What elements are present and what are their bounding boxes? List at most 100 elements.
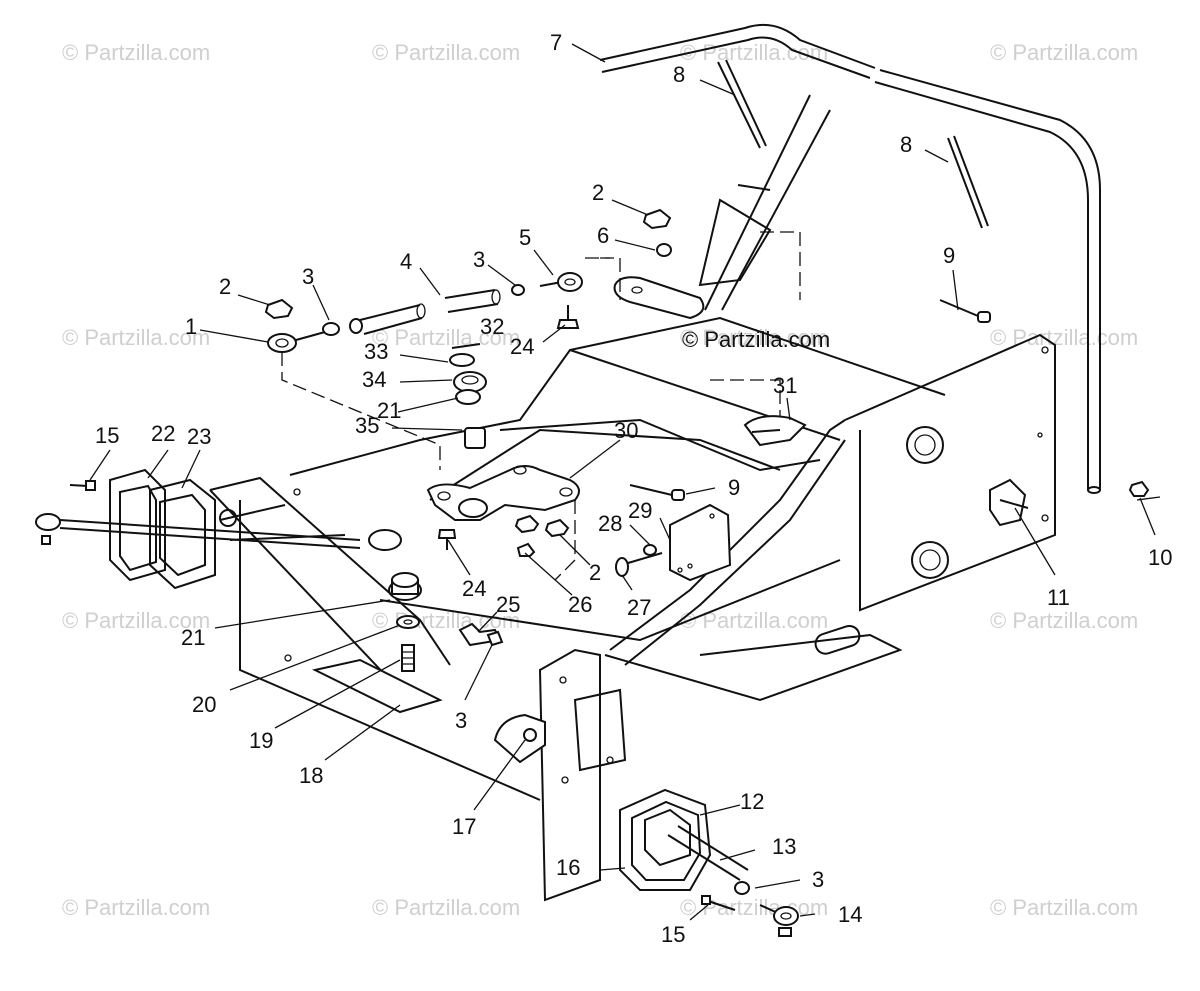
callout-16: 16 bbox=[556, 855, 580, 880]
left-rail bbox=[209, 476, 451, 666]
gasket-23 bbox=[149, 478, 216, 590]
roll-bar-right-arm bbox=[879, 69, 1101, 490]
callout-11: 11 bbox=[1047, 585, 1070, 610]
rear-brace bbox=[704, 94, 811, 311]
callout-18: 18 bbox=[299, 763, 323, 788]
callout-4: 4 bbox=[400, 249, 412, 274]
callout-14: 14 bbox=[838, 902, 862, 927]
front-skid bbox=[604, 633, 903, 702]
nut-2b bbox=[642, 208, 672, 230]
grommet-34 bbox=[453, 371, 487, 393]
nut-2a bbox=[264, 298, 294, 320]
bolt-27 bbox=[615, 557, 629, 577]
callout-19: 19 bbox=[249, 728, 273, 753]
eye-bolt-1 bbox=[267, 333, 297, 353]
callout-24: 24 bbox=[510, 334, 534, 359]
washer-28 bbox=[643, 544, 657, 556]
watermark: © Partzilla.com bbox=[62, 895, 210, 920]
watermark: © Partzilla.com bbox=[372, 40, 520, 65]
callout-22: 22 bbox=[151, 421, 175, 446]
callout-21: 21 bbox=[377, 398, 401, 423]
watermark: © Partzilla.com bbox=[990, 40, 1138, 65]
callout-3: 3 bbox=[812, 867, 824, 892]
callout-28: 28 bbox=[598, 511, 622, 536]
washer-3b bbox=[511, 284, 525, 296]
tie-rod bbox=[717, 61, 761, 149]
nut-3c bbox=[734, 881, 750, 895]
watermark: © Partzilla.com bbox=[62, 608, 210, 633]
watermark: © Partzilla.com bbox=[990, 608, 1138, 633]
nut-26 bbox=[514, 514, 540, 534]
watermark: © Partzilla.com bbox=[680, 608, 828, 633]
callout-26: 26 bbox=[568, 592, 592, 617]
callout-35: 35 bbox=[355, 413, 379, 438]
watermark-layer: © Partzilla.com © Partzilla.com © Partzi… bbox=[62, 40, 1138, 920]
callout-32: 32 bbox=[480, 314, 504, 339]
callout-13: 13 bbox=[772, 834, 796, 859]
left-control-rod bbox=[59, 519, 361, 541]
watermark: © Partzilla.com bbox=[990, 895, 1138, 920]
watermark: © Partzilla.com bbox=[372, 895, 520, 920]
tie-rod bbox=[947, 137, 983, 229]
plate-29 bbox=[669, 503, 732, 582]
callout-9: 9 bbox=[728, 475, 740, 500]
tube-4 bbox=[359, 304, 421, 321]
washer-20 bbox=[396, 615, 420, 629]
callout-31: 31 bbox=[773, 373, 797, 398]
roll-bar bbox=[599, 24, 876, 69]
frame-drawing bbox=[35, 24, 1161, 937]
cap-33 bbox=[449, 353, 475, 367]
bushing-21a bbox=[455, 389, 481, 405]
callout-15: 15 bbox=[661, 922, 685, 947]
callout-21: 21 bbox=[181, 625, 205, 650]
spacer bbox=[349, 318, 363, 334]
callout-20: 20 bbox=[192, 692, 216, 717]
callout-3: 3 bbox=[302, 264, 314, 289]
rod-end-5 bbox=[557, 272, 583, 292]
callout-29: 29 bbox=[628, 498, 652, 523]
callout-15: 15 bbox=[95, 423, 119, 448]
front-gasket bbox=[619, 788, 712, 891]
callout-24: 24 bbox=[462, 576, 486, 601]
front-bracket bbox=[538, 648, 601, 902]
gasket-22 bbox=[109, 468, 166, 582]
callout-2: 2 bbox=[219, 274, 231, 299]
front-rod bbox=[667, 834, 741, 881]
callout-1: 1 bbox=[185, 314, 197, 339]
callout-3: 3 bbox=[455, 708, 467, 733]
callout-30: 30 bbox=[614, 418, 638, 443]
bracket-17 bbox=[493, 713, 546, 764]
right-side-panel bbox=[844, 333, 1056, 612]
watermark: © Partzilla.com bbox=[680, 40, 828, 65]
center-credit: © Partzilla.com bbox=[682, 327, 830, 352]
callout-25: 25 bbox=[496, 592, 520, 617]
watermark: © Partzilla.com bbox=[62, 325, 210, 350]
nut-10 bbox=[1128, 480, 1150, 497]
callout-8: 8 bbox=[900, 132, 912, 157]
callout-7: 7 bbox=[550, 30, 562, 55]
callout-23: 23 bbox=[187, 424, 211, 449]
washer-3a bbox=[322, 322, 340, 336]
callout-33: 33 bbox=[364, 339, 388, 364]
watermark: © Partzilla.com bbox=[372, 325, 520, 350]
callout-2: 2 bbox=[589, 560, 601, 585]
spacer-35 bbox=[464, 427, 486, 449]
washer-6 bbox=[656, 243, 672, 257]
callout-2: 2 bbox=[592, 180, 604, 205]
callout-27: 27 bbox=[627, 595, 651, 620]
callout-34: 34 bbox=[362, 367, 386, 392]
eye-bolt-14 bbox=[773, 906, 799, 926]
bellcrank-plate bbox=[426, 465, 580, 521]
callout-8: 8 bbox=[673, 62, 685, 87]
callout-9: 9 bbox=[943, 243, 955, 268]
callout-12: 12 bbox=[740, 789, 764, 814]
callout-5: 5 bbox=[519, 225, 531, 250]
callout-labels: 7 8 8 2 6 5 3 4 3 2 1 32 24 33 34 21 9 3… bbox=[95, 30, 1172, 947]
nut-2c bbox=[544, 518, 570, 538]
mount-plate bbox=[613, 276, 705, 320]
callout-3: 3 bbox=[473, 247, 485, 272]
callout-17: 17 bbox=[452, 814, 476, 839]
callout-6: 6 bbox=[597, 223, 609, 248]
callout-10: 10 bbox=[1148, 545, 1172, 570]
